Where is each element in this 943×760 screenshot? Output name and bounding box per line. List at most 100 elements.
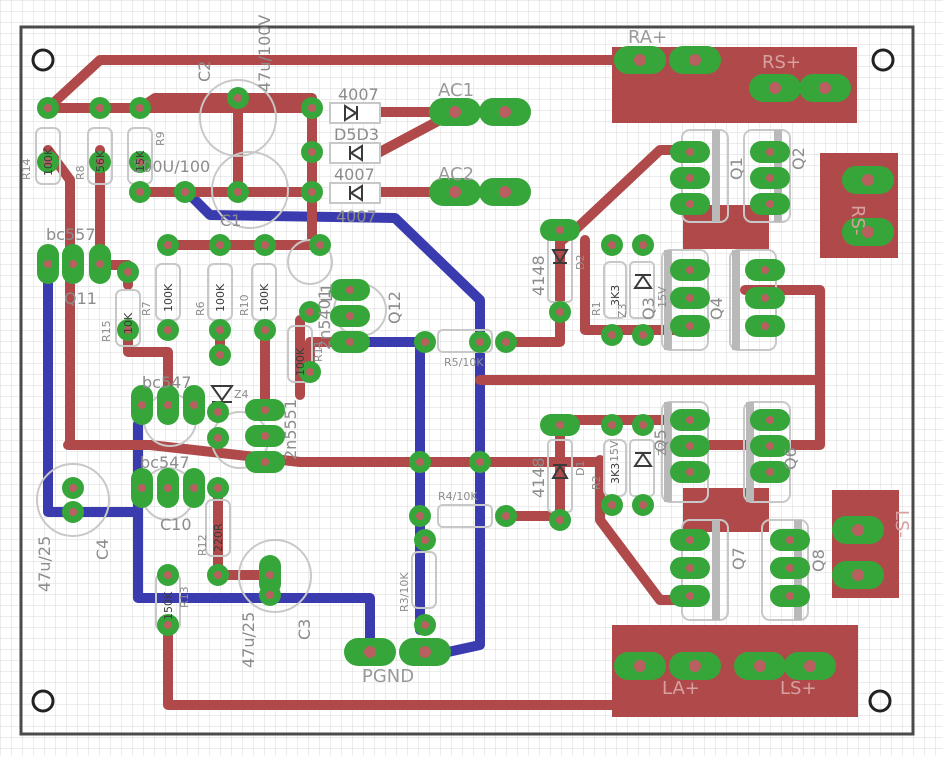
q3-tab xyxy=(664,250,672,350)
pad xyxy=(414,529,436,551)
r11-outline xyxy=(287,325,313,383)
q1-tab xyxy=(712,130,720,222)
pad xyxy=(770,585,810,607)
pad-drill xyxy=(421,338,429,346)
label-r1: R1 xyxy=(590,301,603,316)
pad xyxy=(89,97,111,119)
pad xyxy=(62,501,84,523)
label-z2-val: 15V xyxy=(608,440,621,462)
pad xyxy=(157,614,179,636)
label-q2: Q2 xyxy=(789,147,808,170)
pad-drill xyxy=(786,564,794,572)
pad-drill xyxy=(502,338,510,346)
pad xyxy=(469,331,491,353)
r3-outline xyxy=(411,551,437,609)
label-d1-val: 4148 xyxy=(529,457,548,498)
label-la-plus: LA+ xyxy=(662,678,700,699)
pad xyxy=(632,234,654,256)
label-r4: R4/10K xyxy=(438,490,478,503)
label-r14-val: 100K xyxy=(42,147,55,176)
trace-top-d-right xyxy=(375,115,445,157)
label-r15: R15 xyxy=(100,320,113,342)
pad xyxy=(129,151,151,173)
label-bc547-b: bc547 xyxy=(140,453,190,472)
pad xyxy=(227,87,249,109)
z3-symbol xyxy=(633,274,653,289)
pad-drill xyxy=(164,484,172,492)
label-r10-val: 100K xyxy=(258,283,271,312)
pad xyxy=(209,344,231,366)
pad xyxy=(670,167,710,189)
pad-drill xyxy=(639,331,647,339)
label-c4-val: 47u/25 xyxy=(35,536,54,592)
pad-drill xyxy=(862,226,874,238)
d-4007-a-symbol xyxy=(344,104,358,122)
pad-drill xyxy=(686,468,694,476)
pad-drill xyxy=(44,104,52,112)
pad xyxy=(414,331,436,353)
label-q4: Q4 xyxy=(707,297,726,320)
pad xyxy=(254,319,276,341)
pad-drill xyxy=(686,416,694,424)
pad xyxy=(157,564,179,586)
pad xyxy=(842,218,894,246)
pad xyxy=(770,529,810,551)
pad-drill xyxy=(786,536,794,544)
pad-drill xyxy=(308,104,316,112)
pad xyxy=(479,98,531,126)
label-z4: Z4 xyxy=(234,388,249,401)
pad xyxy=(495,331,517,353)
pad-drill xyxy=(69,508,77,516)
label-q3: Q3 xyxy=(639,297,658,320)
pad xyxy=(129,181,151,203)
pad xyxy=(414,614,436,636)
pad xyxy=(832,561,884,589)
label-z3: Z3 xyxy=(616,303,629,318)
trace-top-bottom-rail xyxy=(163,620,645,710)
r14-outline xyxy=(35,127,61,185)
pad-drill xyxy=(766,416,774,424)
label-c1-value: 100U/100 xyxy=(132,157,210,176)
pad-drill xyxy=(761,294,769,302)
pad xyxy=(330,305,370,327)
pad-drill xyxy=(214,571,222,579)
r8-outline xyxy=(87,127,113,185)
pad-drill xyxy=(766,174,774,182)
trace-top-ra-rail xyxy=(43,55,645,113)
pad xyxy=(601,414,623,436)
pad-drill xyxy=(639,501,647,509)
pad-drill xyxy=(766,200,774,208)
trace-b-top-right xyxy=(180,185,485,347)
pad-drill xyxy=(261,432,269,440)
pad-drill xyxy=(634,660,646,672)
pad xyxy=(670,409,710,431)
pad xyxy=(245,399,285,421)
pad-drill xyxy=(96,260,104,268)
pad-drill xyxy=(852,569,864,581)
label-q14: 2n5551 xyxy=(281,399,300,460)
pad xyxy=(745,259,785,281)
r12-outline xyxy=(205,499,231,557)
mounting-hole-bottom-left xyxy=(31,689,55,713)
label-4007-b: 4007 xyxy=(334,165,375,184)
pad-drill xyxy=(766,442,774,450)
d-4007-b-symbol xyxy=(349,184,363,202)
d5d3-symbol xyxy=(349,144,363,162)
pad-drill xyxy=(138,401,146,409)
pad xyxy=(745,287,785,309)
pad-drill xyxy=(556,421,564,429)
label-ls-plus: LS+ xyxy=(780,678,817,699)
pad xyxy=(174,181,196,203)
c3-outline xyxy=(238,539,312,613)
pad-drill xyxy=(346,286,354,294)
label-c3: C3 xyxy=(295,619,314,640)
pad-drill xyxy=(44,260,52,268)
c1-outline xyxy=(211,151,289,229)
label-r2: R2 xyxy=(590,475,603,490)
pad xyxy=(669,46,721,74)
pad xyxy=(409,451,431,473)
pad xyxy=(207,427,229,449)
pad-drill xyxy=(190,484,198,492)
trace-top-output-rail xyxy=(475,285,825,385)
